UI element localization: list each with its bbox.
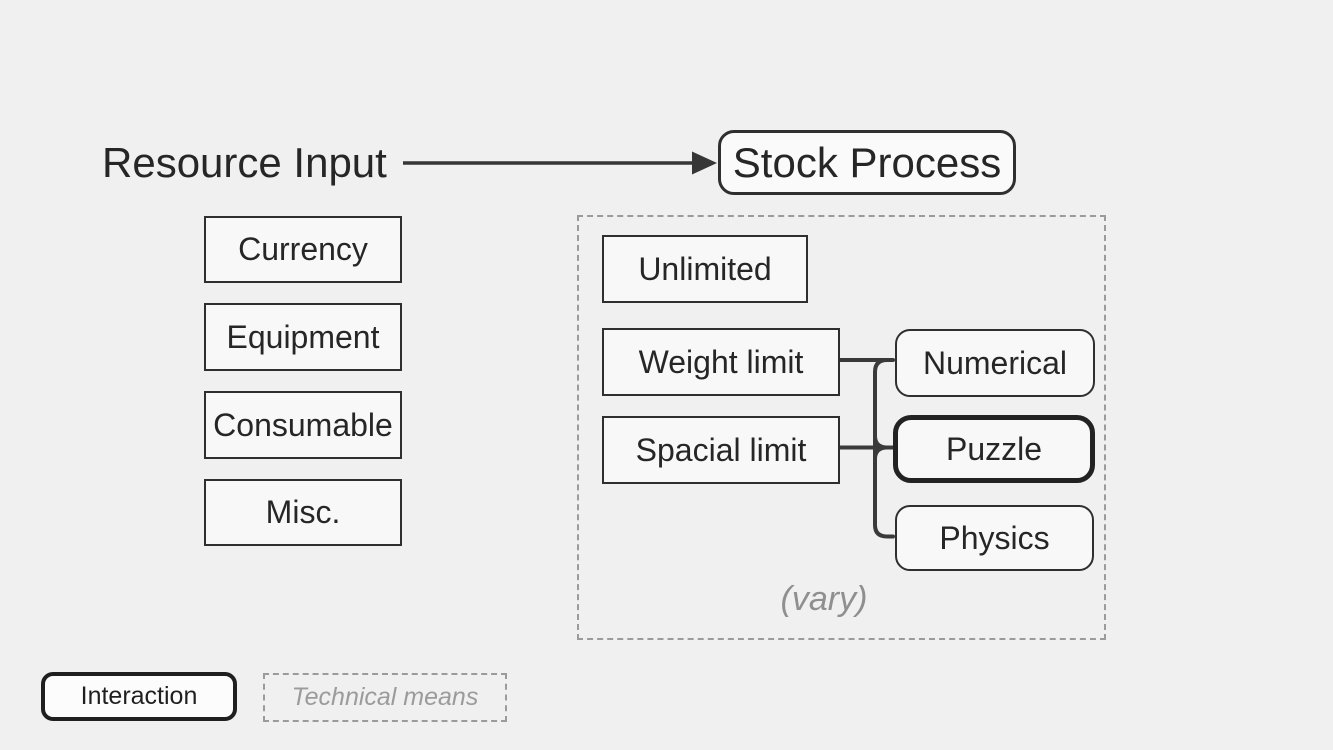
- mechanic-numerical: Numerical: [895, 329, 1095, 397]
- capacity-spacial-limit: Spacial limit: [602, 416, 840, 484]
- resource-item-equipment: Equipment: [204, 303, 402, 371]
- resource-item-misc: Misc.: [204, 479, 402, 546]
- legend-interaction: Interaction: [41, 672, 237, 721]
- mechanic-physics: Physics: [895, 505, 1094, 571]
- stock-process-node: Stock Process: [718, 130, 1016, 195]
- resource-item-currency: Currency: [204, 216, 402, 283]
- stock-variants-group: Unlimited Weight limit Spacial limit Num…: [577, 215, 1106, 640]
- legend-technical-means: Technical means: [263, 673, 507, 722]
- resource-input-title: Resource Input: [102, 139, 387, 186]
- capacity-weight-limit: Weight limit: [602, 328, 840, 396]
- flow-arrow: [403, 151, 717, 175]
- vary-note: (vary): [780, 580, 868, 618]
- resource-item-consumable: Consumable: [204, 391, 402, 459]
- mechanic-puzzle: Puzzle: [893, 415, 1095, 483]
- capacity-unlimited: Unlimited: [602, 235, 808, 303]
